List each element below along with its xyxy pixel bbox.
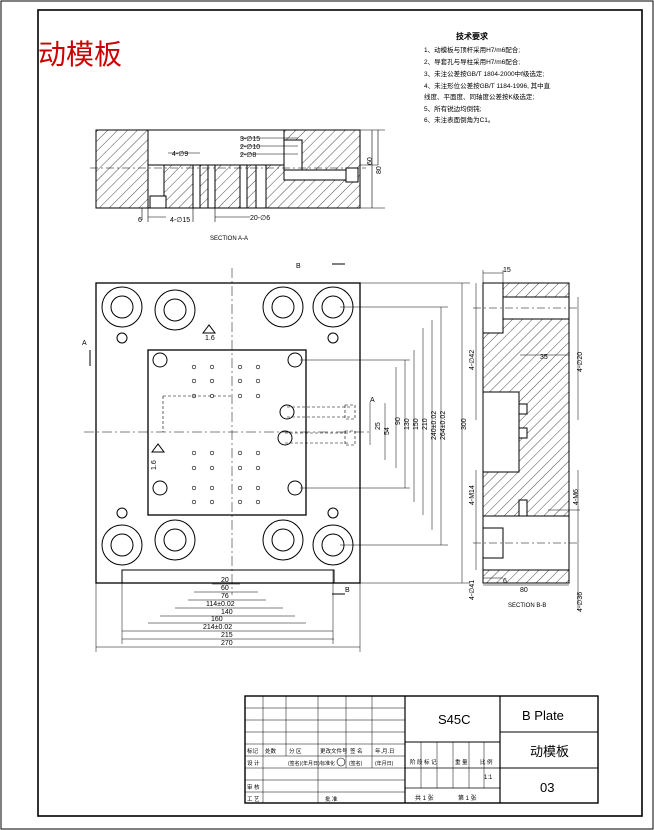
section-label: SECTION A-A [210, 236, 248, 242]
svg-text:90: 90 [395, 417, 402, 425]
stage-header: 比 例 [480, 758, 493, 766]
part-name-en: B Plate [522, 708, 564, 723]
tb-header: 分 区 [289, 747, 302, 755]
dim-label: 4-∅41 [469, 580, 476, 600]
stage-header: 阶 段 标 记 [410, 758, 437, 766]
dim-label: 35 [540, 354, 548, 361]
dim-label: 4-∅9 [172, 151, 188, 158]
tb-row: 审 核 [247, 783, 260, 791]
cut-label-a: A [370, 397, 375, 404]
tech-heading: 技术要求 [456, 31, 489, 41]
tb-header: 处数 [265, 747, 277, 755]
vertical-dims: 25 54 90 130 150 210 240±0.02 264±0.02 3… [375, 411, 468, 440]
dim-label: 6 [503, 578, 507, 585]
svg-text:160: 160 [211, 616, 223, 623]
inner-border [37, 9, 643, 817]
dim-label: 4-M6 [573, 489, 580, 505]
tb-row: (签名) [349, 760, 363, 767]
tech-item: 线度、平面度、同轴度公差按K级选定; [424, 92, 534, 101]
tb-row: 标准化 [320, 760, 335, 767]
sheet-total: 共 1 张 [415, 794, 434, 802]
tech-item: 5、所有锐边均倒钝; [424, 104, 482, 113]
svg-text:20: 20 [221, 577, 229, 584]
tb-row: (签名)(年月日) [288, 760, 320, 767]
svg-text:300: 300 [461, 418, 468, 430]
svg-text:214±0.02: 214±0.02 [203, 624, 232, 631]
svg-text:130: 130 [404, 418, 411, 430]
dim-label: 4-∅42 [469, 350, 476, 370]
sheet-no: 第 1 张 [458, 794, 477, 802]
horizontal-dims: 20 60 76 114±0.02 140 160 214±0.02 215 2… [203, 577, 235, 647]
tb-row: 设 计 [247, 759, 260, 767]
material: S45C [438, 712, 471, 727]
dim-label: 4-∅20 [577, 352, 584, 372]
tech-item: 6、未注表面倒角为C1。 [424, 115, 494, 124]
svg-text:264±0.02: 264±0.02 [440, 411, 447, 440]
plan-view [84, 263, 470, 652]
tb-header: 签 名 [350, 747, 363, 755]
tech-item: 3、未注公差按GB/T 1804-2000中f级选定; [424, 69, 544, 78]
section-a-a [90, 129, 385, 222]
dim-label: 3-∅15 [240, 136, 260, 143]
svg-text:240±0.02: 240±0.02 [431, 411, 438, 440]
svg-text:215: 215 [221, 632, 233, 639]
dim-label: 4-∅36 [577, 592, 584, 612]
dim-label: 2-∅8 [240, 152, 256, 159]
tb-row: (年月日) [375, 760, 394, 767]
tech-item: 1、动模板与顶杆采用H7/m6配合; [424, 45, 520, 54]
cut-label-a: A [82, 340, 87, 347]
svg-text:140: 140 [221, 609, 233, 616]
svg-text:270: 270 [221, 640, 233, 647]
cut-label-b: B [345, 587, 350, 594]
dim-label: 4-∅15 [170, 217, 190, 224]
section-b-b [473, 270, 580, 610]
stage-header: 重 量 [455, 758, 468, 766]
dim-label: 80 [376, 166, 383, 174]
dim-label: 80 [520, 587, 528, 594]
tb-header: 更改文件号 [320, 747, 348, 755]
svg-text:25: 25 [375, 422, 382, 430]
svg-text:60: 60 [221, 585, 229, 592]
tb-row: 批 准 [325, 795, 338, 803]
svg-text:114±0.02: 114±0.02 [206, 601, 235, 608]
tech-item: 4、未注形位公差按GB/T 1184-1996, 其中直 [424, 81, 551, 90]
watermark-title: 动模板 [38, 38, 122, 71]
section-label: SECTION B-B [508, 603, 546, 609]
tb-row: 工 艺 [247, 796, 260, 803]
part-name-cn: 动模板 [530, 744, 569, 759]
roughness-mark: 1.6 [205, 335, 215, 342]
roughness-mark: 1.6 [151, 460, 158, 470]
tech-item: 2、导套孔与导柱采用H7/m6配合; [424, 57, 520, 66]
tb-header: 标记 [247, 747, 259, 755]
svg-text:150: 150 [413, 418, 420, 430]
svg-text:76: 76 [221, 593, 229, 600]
title-block [244, 695, 599, 804]
dim-label: 20-∅6 [250, 215, 270, 222]
tb-header: 年.月.日 [375, 747, 395, 755]
dim-label: 4-M14 [469, 485, 476, 505]
cut-label-b: B [296, 263, 301, 270]
drawing-no: 03 [540, 780, 554, 795]
dim-label: 60 [367, 157, 374, 165]
svg-text:54: 54 [384, 427, 391, 435]
dim-label: 2-∅10 [240, 144, 260, 151]
dim-label: 6 [138, 217, 142, 224]
dim-label: 15 [503, 267, 511, 274]
tech-requirements: 技术要求 1、动模板与顶杆采用H7/m6配合; 2、导套孔与导柱采用H7/m6配… [424, 31, 551, 124]
scale: 1:1 [484, 775, 493, 781]
svg-text:210: 210 [422, 418, 429, 430]
